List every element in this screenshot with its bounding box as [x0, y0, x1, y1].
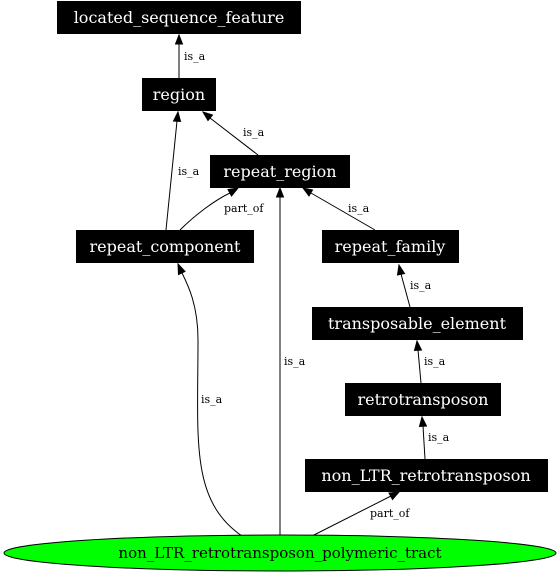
- nodes: located_sequence_feature region repeat_r…: [3, 1, 557, 572]
- edge-repeat-family-repeat-region: [310, 192, 376, 231]
- edge-label-retro-te: is_a: [424, 355, 446, 368]
- edge-label-nonltr-retro: is_a: [428, 431, 450, 444]
- node-repeat-region[interactable]: repeat_region: [210, 155, 350, 188]
- edge-retro-te: [417, 349, 422, 384]
- edge-te-repeat-family: [400, 273, 411, 308]
- arrowhead: [174, 33, 184, 45]
- arrowhead: [275, 186, 285, 198]
- arrowhead: [413, 339, 423, 352]
- node-located-sequence-feature[interactable]: located_sequence_feature: [57, 1, 301, 34]
- edge-tract-nonltr: [311, 495, 392, 537]
- arrowhead: [177, 262, 186, 276]
- arrowhead: [418, 415, 428, 428]
- node-label: retrotransposon: [358, 390, 489, 409]
- edge-label-tract-repeat-region: is_a: [284, 355, 306, 368]
- edge-repeat-region-region: [209, 117, 259, 156]
- node-label: repeat_component: [90, 237, 242, 256]
- arrowhead: [227, 187, 240, 197]
- node-label: transposable_element: [328, 314, 507, 333]
- arrowhead: [396, 263, 406, 276]
- edge-tract-repeat-component: [181, 272, 243, 537]
- arrowhead: [301, 187, 314, 197]
- node-repeat-component[interactable]: repeat_component: [76, 230, 254, 263]
- edge-label-repeat-family-repeat-region: is_a: [348, 202, 370, 215]
- edge-label-repeat-component-repeat-region: part_of: [224, 202, 264, 215]
- edge-label-region-lsf: is_a: [184, 50, 206, 63]
- node-label: repeat_region: [223, 162, 336, 181]
- arrowhead: [388, 491, 401, 501]
- edge-label-tract-repeat-component: is_a: [201, 393, 223, 406]
- node-non-ltr-retrotransposon[interactable]: non_LTR_retrotransposon: [305, 459, 548, 492]
- edge-repeat-component-region: [165, 120, 178, 231]
- edge-label-repeat-component-region: is_a: [178, 165, 200, 178]
- edges: is_a is_a is_a part_of is_a is_a is_a is…: [165, 33, 450, 537]
- edge-label-repeat-region-region: is_a: [243, 126, 265, 139]
- node-label: non_LTR_retrotransposon_polymeric_tract: [118, 544, 441, 562]
- node-label: region: [153, 85, 205, 104]
- node-label: non_LTR_retrotransposon: [321, 466, 530, 485]
- node-label: repeat_family: [335, 237, 446, 256]
- node-transposable-element[interactable]: transposable_element: [312, 307, 523, 340]
- edge-label-tract-nonltr: part_of: [370, 507, 410, 520]
- edge-repeat-component-repeat-region: [179, 192, 231, 231]
- arrowhead: [201, 111, 214, 122]
- node-retrotransposon[interactable]: retrotransposon: [345, 383, 501, 416]
- node-non-ltr-retrotransposon-polymeric-tract[interactable]: non_LTR_retrotransposon_polymeric_tract: [3, 534, 557, 572]
- node-repeat-family[interactable]: repeat_family: [322, 230, 459, 263]
- edge-nonltr-retro: [422, 425, 426, 460]
- edge-label-te-repeat-family: is_a: [410, 279, 432, 292]
- arrowhead: [172, 110, 182, 123]
- node-region[interactable]: region: [142, 78, 216, 111]
- node-label: located_sequence_feature: [74, 8, 285, 27]
